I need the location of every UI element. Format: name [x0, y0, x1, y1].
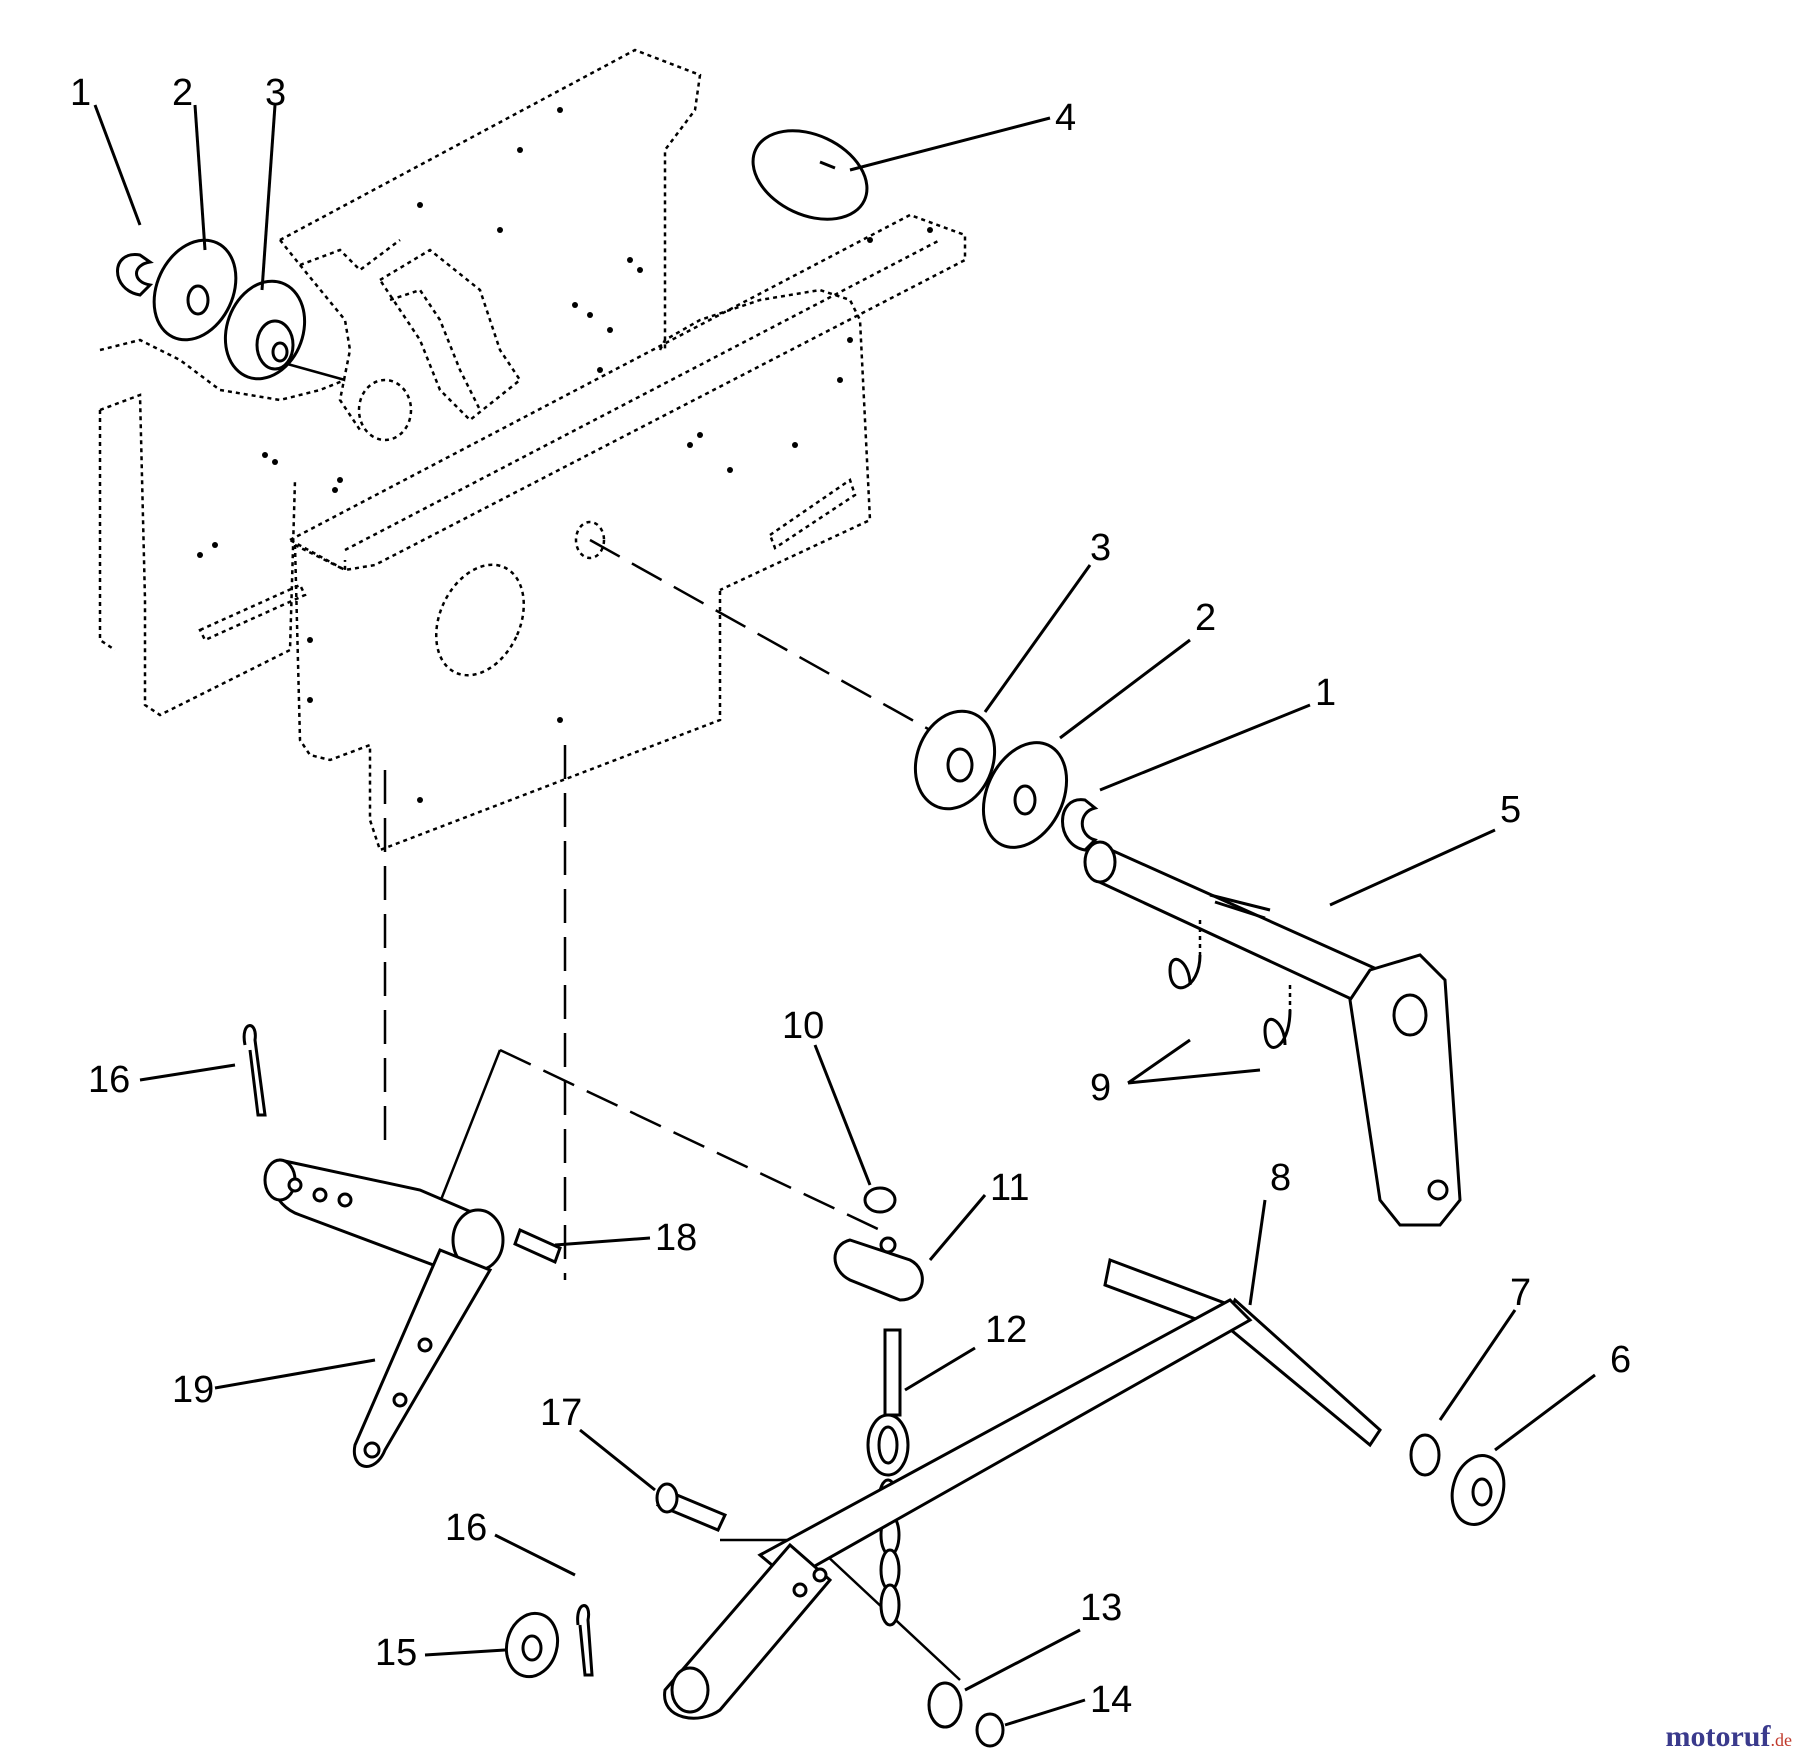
callout-12: 12: [985, 1309, 1027, 1351]
spring-clip: [751, 129, 869, 221]
washer-small: [1409, 1433, 1441, 1477]
callout-13: 13: [1080, 1587, 1122, 1629]
washer-top: [152, 238, 238, 342]
watermark-brand: motoruf: [1665, 1720, 1771, 1753]
callout-1-top: 1: [70, 72, 91, 114]
callout-7: 7: [1510, 1272, 1531, 1314]
callout-6: 6: [1610, 1339, 1631, 1381]
callout-4: 4: [1055, 97, 1076, 139]
callout-18: 18: [655, 1217, 697, 1259]
callout-14: 14: [1090, 1679, 1132, 1721]
callout-8: 8: [1270, 1157, 1291, 1199]
callout-15: 15: [375, 1632, 417, 1674]
lock-nut: [975, 1712, 1005, 1748]
flange-bushing: [1450, 1454, 1506, 1526]
frame-assembly: [98, 48, 967, 852]
bushing-mid: [913, 709, 997, 811]
hairpin-bottom: [576, 1604, 594, 1677]
nut: [863, 1186, 897, 1214]
lift-link: [663, 1257, 1382, 1720]
callout-16-top: 16: [88, 1059, 130, 1101]
callout-10: 10: [782, 1005, 824, 1047]
assembly-axis-lines: [254, 353, 961, 1681]
lift-shaft: [1083, 840, 1462, 1227]
washer-left: [504, 1611, 560, 1679]
watermark-tld: .de: [1770, 1730, 1793, 1750]
washer-bottom: [927, 1681, 963, 1729]
hairpin-top: [242, 1024, 267, 1117]
roll-pin: [513, 1227, 562, 1265]
callout-17: 17: [540, 1392, 582, 1434]
watermark-logo: motoruf.de: [1666, 1720, 1792, 1754]
callout-9: 9: [1090, 1067, 1111, 1109]
callout-3-mid: 3: [1090, 527, 1111, 569]
callout-11: 11: [990, 1167, 1029, 1209]
e-clip-mid: [1061, 798, 1099, 852]
e-clip-top: [116, 253, 154, 297]
washer-mid: [981, 741, 1069, 849]
callout-2-mid: 2: [1195, 597, 1216, 639]
callout-3-top: 3: [265, 72, 286, 114]
bushing-top: [223, 279, 307, 381]
callout-16-bot: 16: [445, 1507, 487, 1549]
callout-labels: 1 2 3 4 3 2 1 5 10 11 16 9 8 18 12 7 6 1…: [70, 72, 1631, 1721]
callout-1-mid: 1: [1315, 672, 1336, 714]
hairpin-clips: [1168, 920, 1292, 1049]
leader-lines: [93, 104, 1596, 1727]
adjusting-rod: [866, 1328, 910, 1477]
bell-crank: [263, 1158, 505, 1468]
trunnion: [833, 1236, 924, 1302]
callout-19: 19: [172, 1369, 214, 1411]
callout-5: 5: [1500, 789, 1521, 831]
bolt: [655, 1482, 728, 1532]
callout-2-top: 2: [172, 72, 193, 114]
